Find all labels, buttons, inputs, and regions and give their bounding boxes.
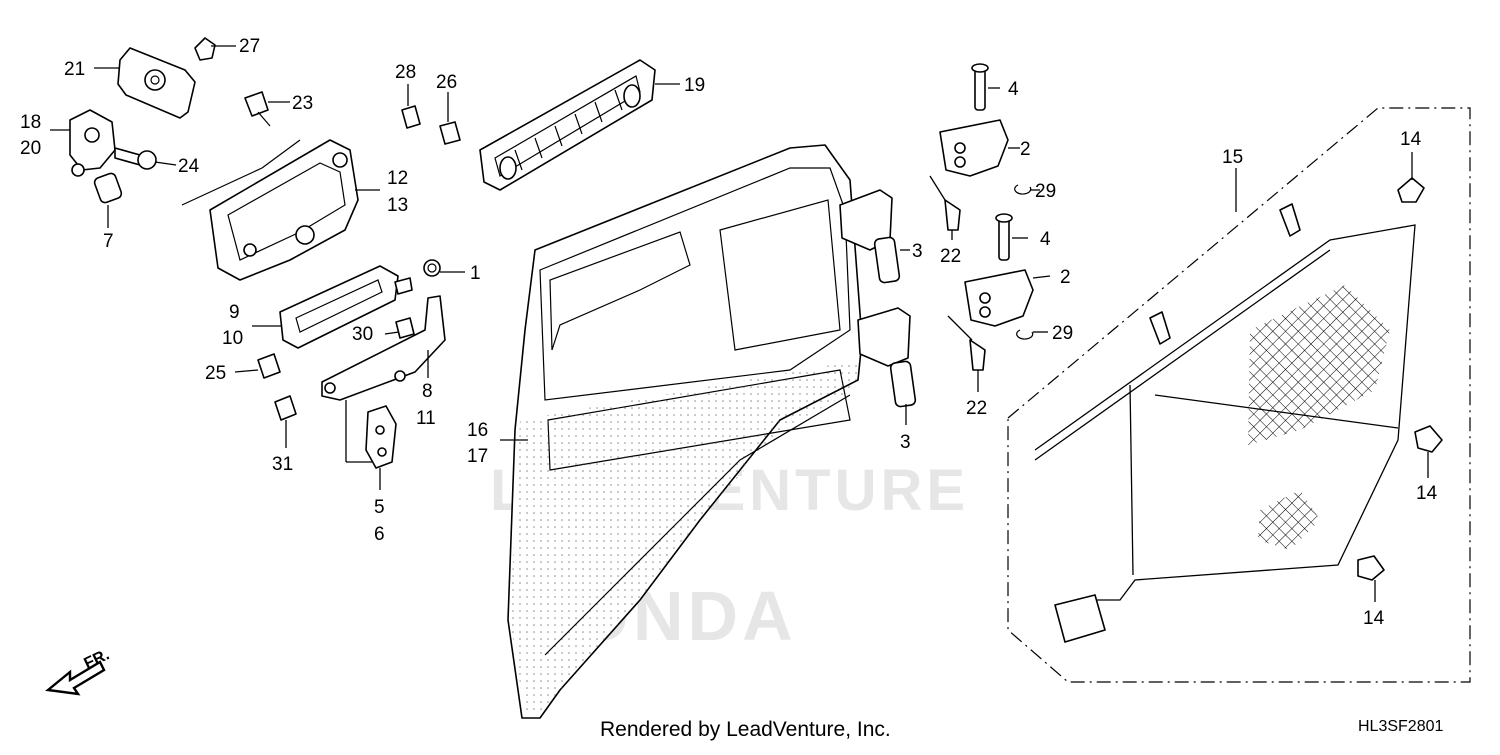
bumper-7 [93,172,123,204]
callout-1: 1 [470,263,481,284]
callout-7: 7 [103,231,114,252]
callout-9: 9 [229,302,240,323]
striker-5-6 [365,405,397,469]
callout-4a: 4 [1008,79,1019,100]
callout-22a: 22 [940,246,961,267]
callout-23: 23 [292,93,313,114]
leader-lines [50,45,1429,602]
bolts-22 [944,199,986,371]
hinge-pin-4b [995,213,1013,261]
callout-6: 6 [374,524,385,545]
hinge-plate-2b [964,269,1034,327]
callout-3b: 3 [900,432,911,453]
diagram-code: HL3SF2801 [1358,718,1444,735]
callout-21: 21 [64,59,85,80]
callout-27: 27 [239,36,260,57]
callout-14b: 14 [1416,483,1438,504]
callouts: 1 2 2 3 3 4 4 5 6 7 8 9 10 11 12 13 14 1… [20,36,1438,629]
callout-2b: 2 [1060,267,1071,288]
grab-handle [479,59,656,191]
callout-25: 25 [205,363,226,384]
callout-4b: 4 [1040,229,1051,250]
callout-10: 10 [222,328,243,349]
callout-22b: 22 [966,398,987,419]
callout-17: 17 [467,446,488,467]
callout-11: 11 [416,408,436,429]
door-panel [507,144,911,719]
callout-14a: 14 [1400,129,1422,150]
net-assembly [1007,107,1471,683]
spring-1 [423,259,441,277]
hinge-plate-2a [939,119,1009,177]
svg-text:FR.: FR. [82,646,113,672]
hinge-18-20 [69,109,116,177]
callout-2a: 2 [1020,139,1031,160]
hinge-pin-4a [971,63,989,111]
push-pin-27 [194,37,216,61]
callout-13: 13 [387,195,408,216]
bolt-23 [244,91,271,127]
callout-3a: 3 [912,241,923,262]
callout-18: 18 [20,112,41,133]
clip-21 [117,47,196,119]
callout-14c: 14 [1363,608,1385,629]
outer-handle [279,265,413,349]
callout-24: 24 [178,156,200,177]
callout-15: 15 [1222,147,1243,168]
callout-30: 30 [352,324,373,345]
callout-12: 12 [387,168,408,189]
nut-26 [439,121,461,145]
front-direction-arrow: FR. [45,646,113,696]
bolt-24 [114,147,157,170]
callout-26: 26 [436,72,457,93]
callout-28: 28 [395,62,416,83]
bushings-3 [873,236,917,408]
callout-19: 19 [684,75,705,96]
bolt-28 [401,105,421,129]
callout-31: 31 [272,454,293,475]
callout-29b: 29 [1052,323,1073,344]
callout-16: 16 [467,420,488,441]
bolts-25-30-31 [257,317,415,421]
latch-cover [181,139,359,281]
callout-8: 8 [422,381,433,402]
callout-29a: 29 [1035,181,1056,202]
latch-bracket [321,295,446,401]
callout-5: 5 [374,497,385,518]
callout-20: 20 [20,138,41,159]
render-credit: Rendered by LeadVenture, Inc. [600,718,891,741]
